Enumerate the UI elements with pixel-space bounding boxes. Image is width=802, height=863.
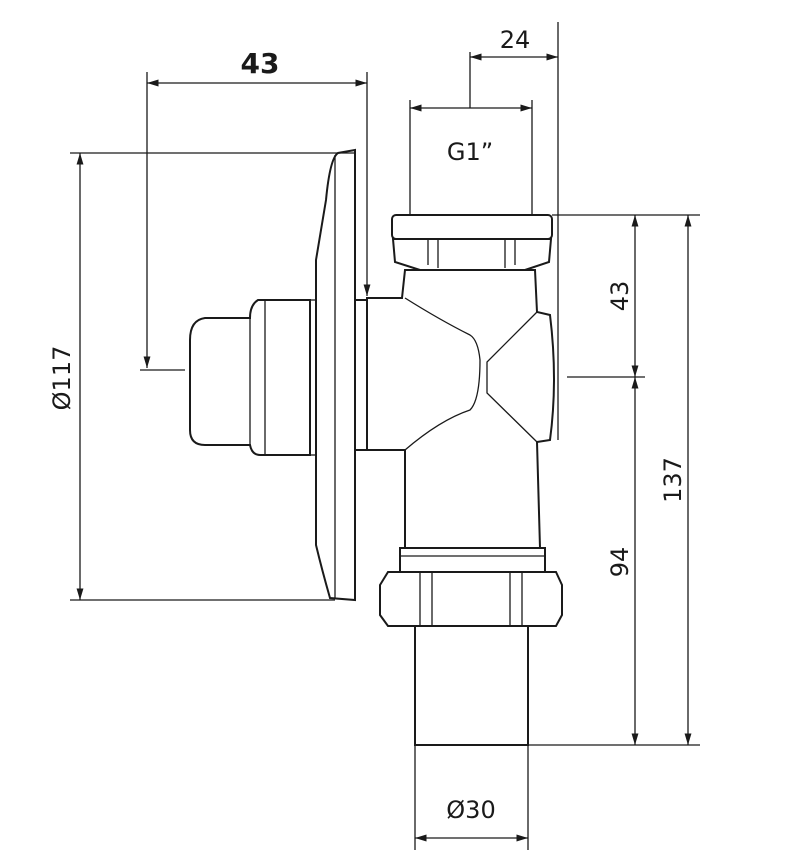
wall-plate <box>315 148 356 602</box>
dim-outlet-diameter: Ø30 <box>446 796 495 824</box>
dim-plate-diameter: Ø117 <box>48 346 76 411</box>
dim-thread-g1: G1” <box>447 138 493 166</box>
dim-depth-43: 43 <box>241 47 280 80</box>
dim-height-43: 43 <box>606 281 634 312</box>
dim-lower-94: 94 <box>606 547 634 578</box>
valve-body <box>354 214 563 746</box>
dim-total-137: 137 <box>659 457 687 503</box>
dimension-lines <box>70 22 700 850</box>
dim-width-24: 24 <box>500 26 531 54</box>
push-button <box>189 299 316 456</box>
